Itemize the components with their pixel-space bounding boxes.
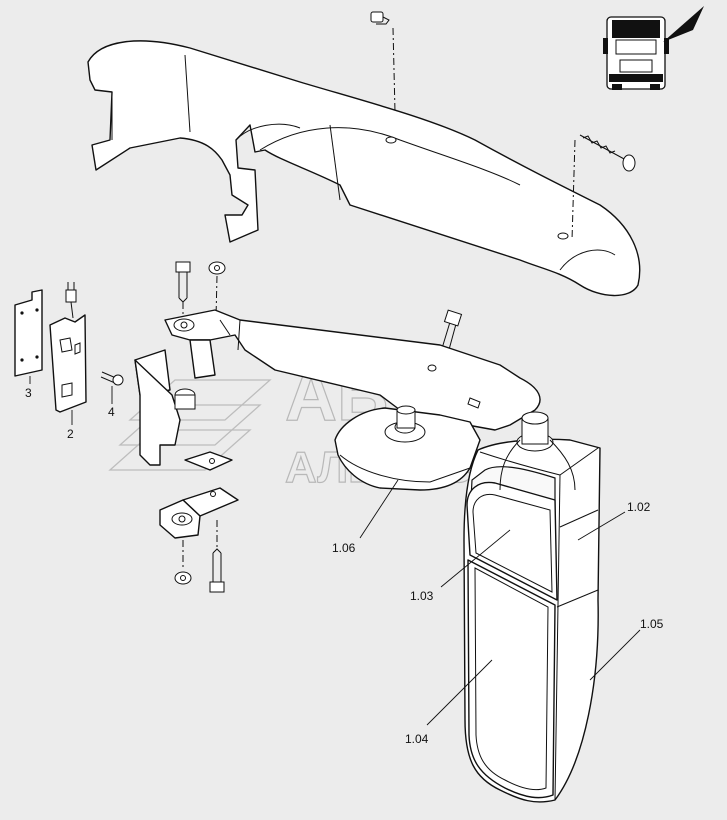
- hinge-bracket: [134, 349, 239, 539]
- bolt-upper-left: [175, 261, 191, 303]
- callout-1.03: 1.03: [410, 589, 434, 603]
- mirror-glass-lower: [467, 559, 556, 799]
- callout-1.06: 1.06: [332, 541, 356, 555]
- axis-top-screw: [392, 27, 396, 113]
- leader-1.04: [426, 659, 493, 726]
- callout-3: 3: [25, 386, 32, 400]
- callout-1.05: 1.05: [640, 617, 664, 631]
- screw-part-4: [100, 371, 124, 386]
- callout-1.04: 1.04: [405, 732, 429, 746]
- leader-1.05: [589, 629, 641, 681]
- mounting-bracket: [164, 309, 541, 431]
- leader-1.06: [359, 479, 399, 539]
- arm-cover: [87, 40, 641, 297]
- callout-1.02: 1.02: [627, 500, 651, 514]
- mirror-arm-joint: [499, 411, 576, 491]
- plate-part-3: [14, 289, 43, 377]
- axis-right-screw: [571, 139, 576, 241]
- callout-4: 4: [108, 405, 115, 419]
- nut-upper: [208, 261, 226, 275]
- mirror-glass-upper: [466, 481, 558, 601]
- nut-lower: [174, 571, 192, 585]
- truck-location-icon: [603, 6, 704, 90]
- connector-part-2: [49, 282, 87, 413]
- screw-right: [579, 134, 636, 172]
- screw-top: [370, 11, 390, 25]
- callout-2: 2: [67, 427, 74, 441]
- mirror-adjuster-housing: [334, 405, 481, 491]
- leader-1.02: [577, 511, 626, 541]
- bolt-lower: [209, 548, 225, 593]
- leader-1.03: [440, 529, 511, 588]
